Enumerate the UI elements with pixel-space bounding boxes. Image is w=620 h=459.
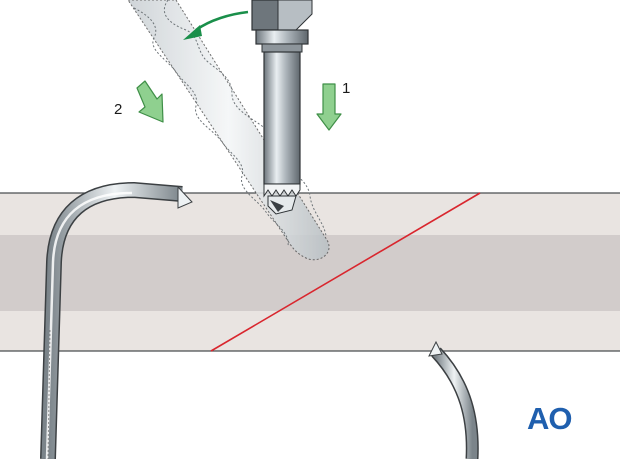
- curved-arrow-icon: [183, 10, 249, 40]
- ao-logo: AO: [527, 401, 572, 436]
- reduction-forceps-right: [428, 340, 479, 459]
- drill-sleeve: [251, 0, 313, 215]
- fracture-line: [210, 192, 481, 352]
- arrow-down-right-icon: [136, 80, 164, 123]
- step-1-label: 1: [342, 80, 350, 97]
- step-2-label: 2: [114, 101, 122, 118]
- bone-cortex-lower: [0, 311, 620, 351]
- reduction-forceps-left: [40, 181, 193, 459]
- arrow-down-icon: [316, 83, 342, 131]
